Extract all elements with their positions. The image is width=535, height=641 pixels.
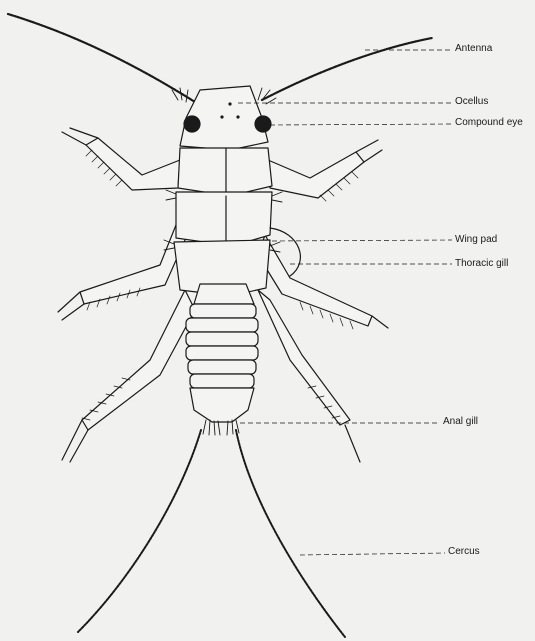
left-compound-eye xyxy=(184,116,200,132)
left-antenna xyxy=(8,14,195,102)
right-cercus xyxy=(236,430,345,637)
right-antenna xyxy=(262,38,432,100)
label-anal-gill: Anal gill xyxy=(443,416,478,428)
label-cercus: Cercus xyxy=(448,546,480,558)
pronotum xyxy=(178,148,272,196)
label-antenna: Antenna xyxy=(455,43,492,55)
label-compound-eye: Compound eye xyxy=(455,117,523,129)
right-compound-eye xyxy=(255,116,271,132)
abdomen xyxy=(186,284,258,422)
label-thoracic-gill: Thoracic gill xyxy=(455,258,508,270)
left-cercus xyxy=(78,430,201,632)
label-ocellus: Ocellus xyxy=(455,96,488,108)
label-wing-pad: Wing pad xyxy=(455,234,497,246)
mesonotum xyxy=(176,192,272,246)
